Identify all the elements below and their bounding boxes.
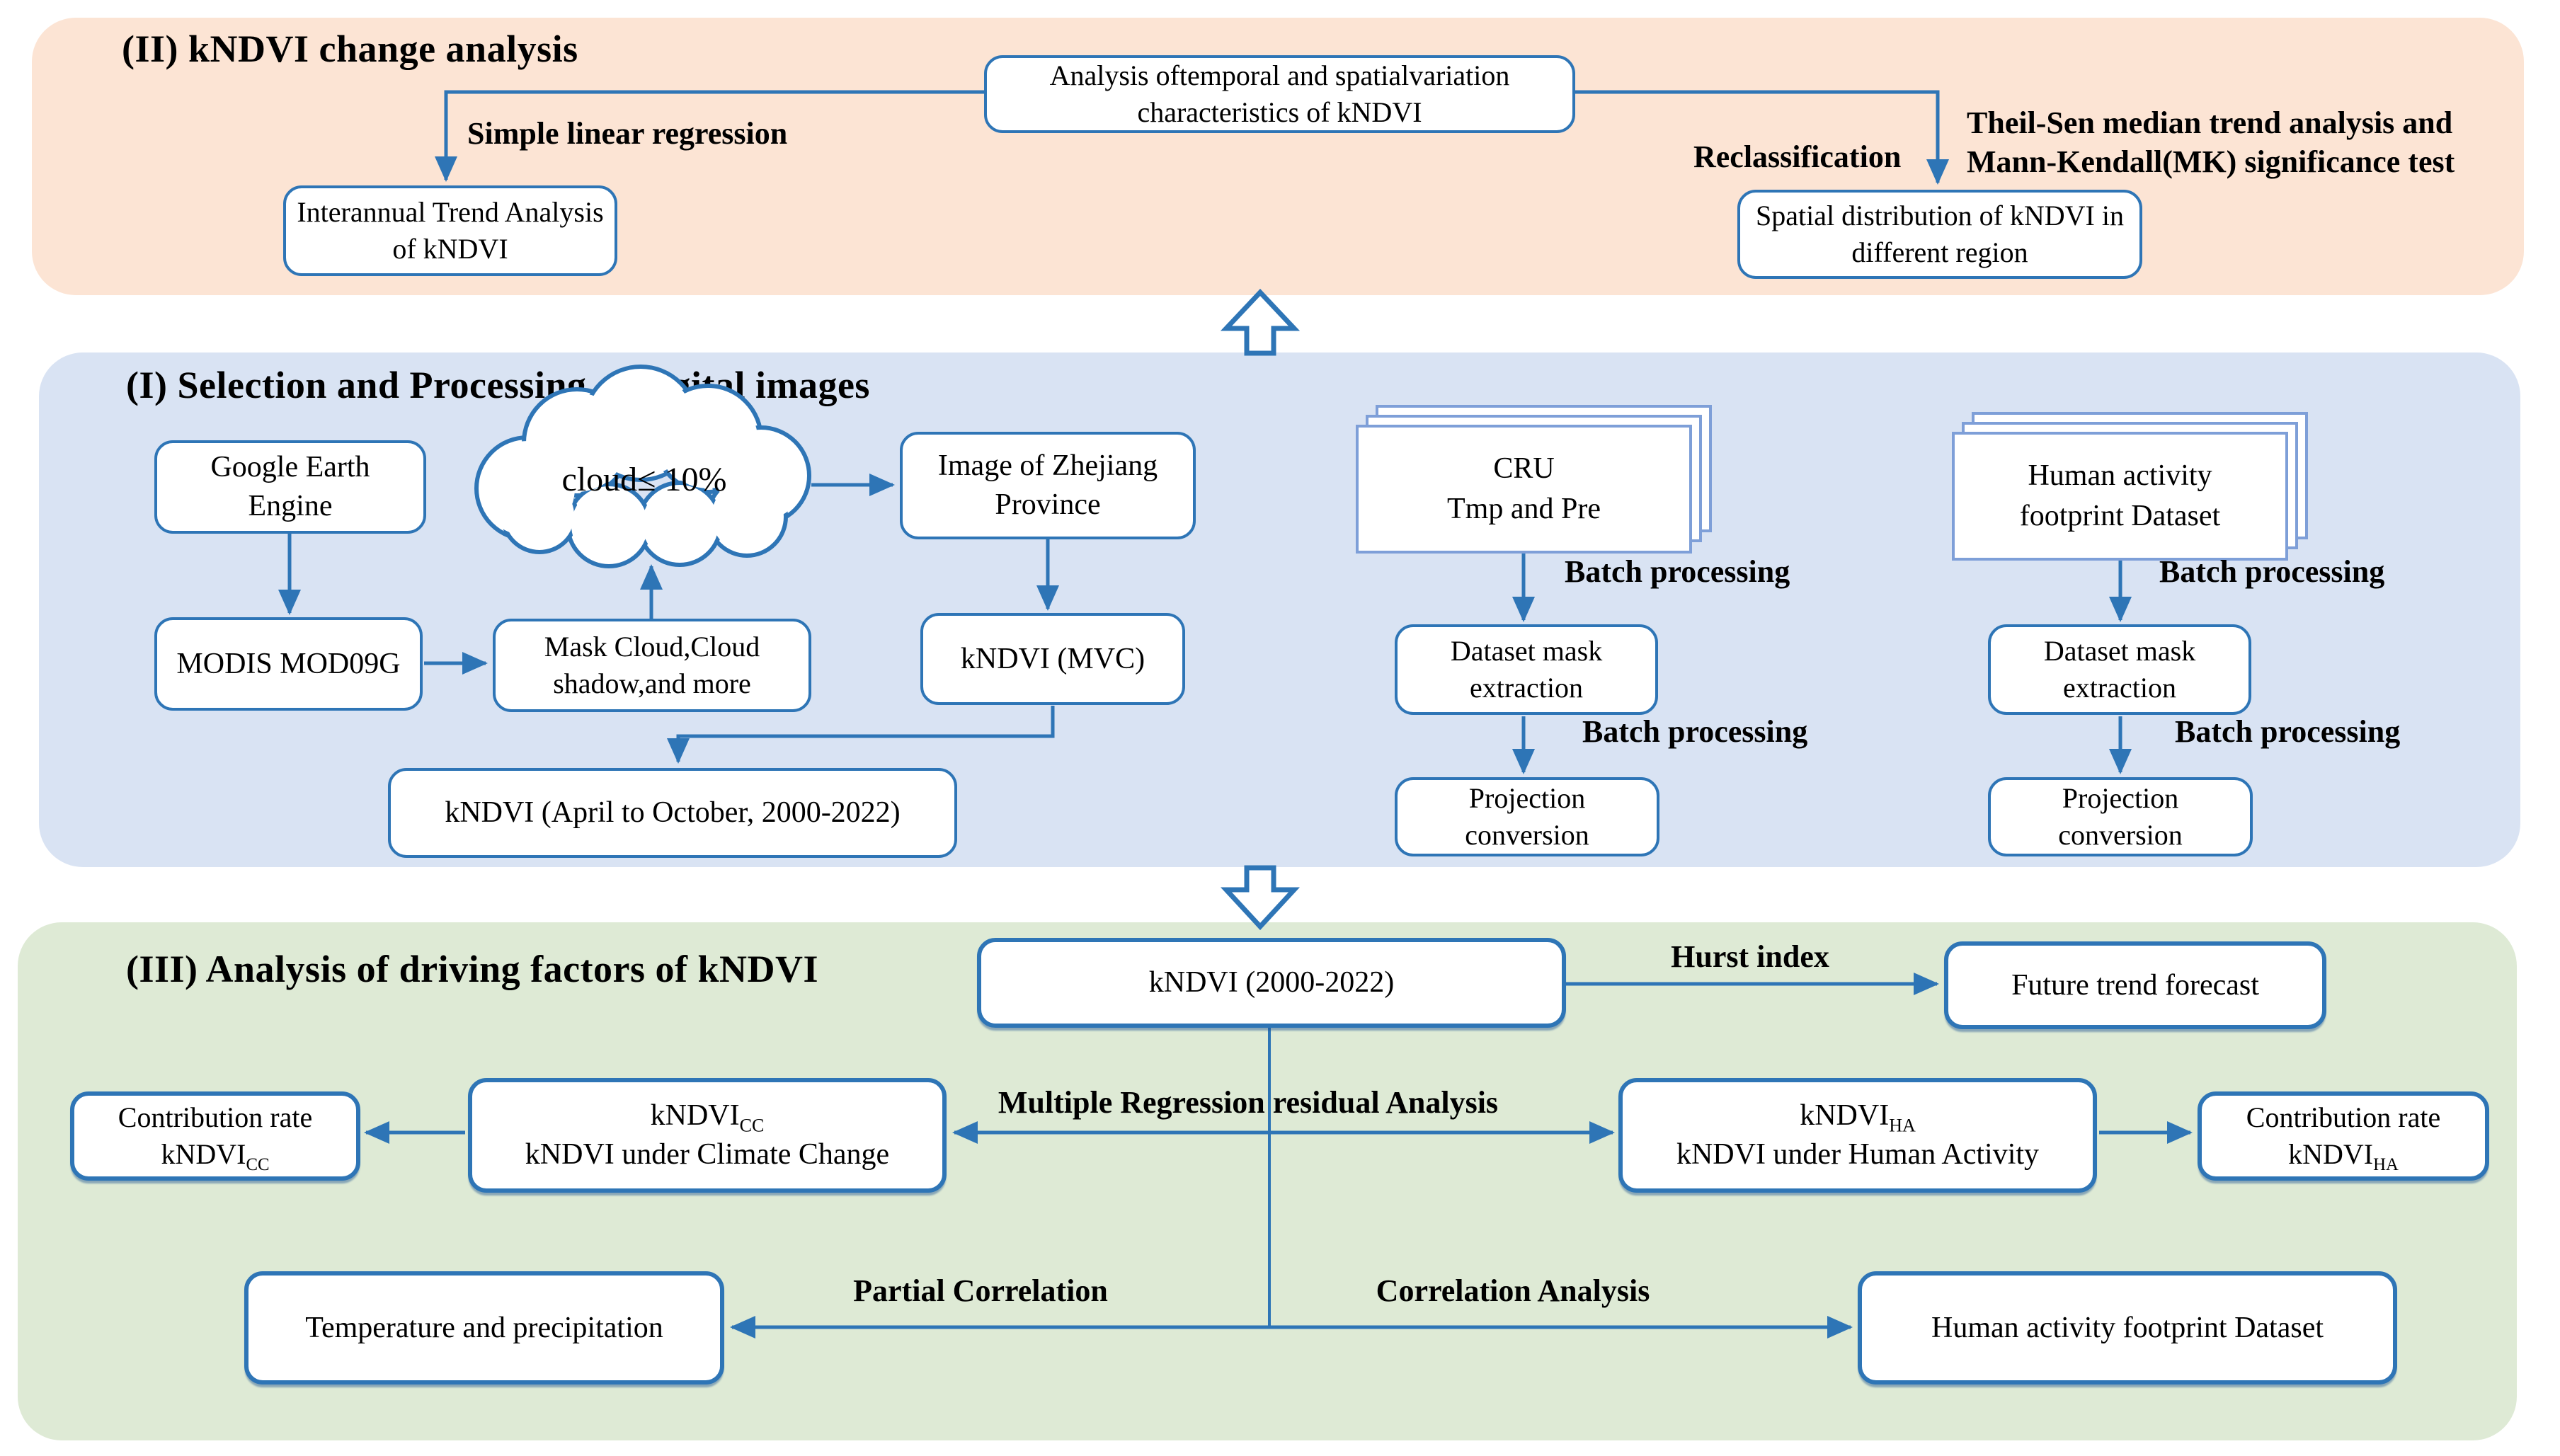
modis-box: MODIS MOD09G bbox=[154, 617, 423, 711]
line-analysis-to-spatial bbox=[1575, 90, 1949, 185]
cru-dataset-box: CRU Tmp and Pre bbox=[1356, 425, 1692, 554]
kndvi-cc-subtitle: kNDVI under Climate Change bbox=[525, 1138, 890, 1171]
mask-cloud-box: Mask Cloud,Cloud shadow,and more bbox=[493, 619, 811, 712]
kndvi-2000-2022-box: kNDVI (2000-2022) bbox=[977, 938, 1566, 1028]
multiple-regression-label: Multiple Regression residual Analysis bbox=[998, 1085, 1499, 1120]
human-activity-footprint-box: Human activity footprint Dataset bbox=[1858, 1271, 2397, 1385]
kndvi-cc-content: kNDVICC kNDVI under Climate Change bbox=[525, 1096, 889, 1174]
ha-projection-text: Projection conversion bbox=[2058, 782, 2183, 851]
theil-sen-label-line1: Theil-Sen median trend analysis and bbox=[1967, 105, 2453, 140]
mask-cloud-text: Mask Cloud,Cloud shadow,and more bbox=[544, 631, 760, 699]
cloud-shape bbox=[474, 365, 811, 568]
zhejiang-image-box: Image of Zhejiang Province bbox=[900, 432, 1196, 539]
temperature-precipitation-box: Temperature and precipitation bbox=[244, 1271, 724, 1385]
ha-dataset-box: Human activity footprint Dataset bbox=[1952, 432, 2288, 561]
modis-text: MODIS MOD09G bbox=[176, 647, 401, 680]
kndvi-cc-box: kNDVICC kNDVI under Climate Change bbox=[468, 1078, 947, 1193]
ha-batch-processing-label-2: Batch processing bbox=[2175, 714, 2401, 749]
cru-line1: CRU bbox=[1493, 452, 1555, 486]
ha-dataset-mask-text: Dataset mask extraction bbox=[2043, 635, 2196, 704]
reclassification-label: Reclassification bbox=[1693, 139, 1902, 174]
ha-batch-processing-label-1: Batch processing bbox=[2159, 554, 2385, 589]
kndvi-april-october-text: kNDVI (April to October, 2000-2022) bbox=[445, 796, 901, 830]
kndvi-cc-title: kNDVICC bbox=[650, 1099, 765, 1136]
interannual-trend-box: Interannual Trend Analysis of kNDVI bbox=[283, 185, 617, 276]
analysis-variation-text: Analysis oftemporal and spatialvariation… bbox=[1049, 59, 1510, 128]
kndvi-mvc-box: kNDVI (MVC) bbox=[920, 613, 1185, 705]
spatial-distribution-box: Spatial distribution of kNDVI in differe… bbox=[1737, 190, 2142, 279]
section-link-up-arrow-icon bbox=[1220, 288, 1301, 356]
section2-title: (II) kNDVI change analysis bbox=[122, 28, 578, 70]
kndvi-ha-subtitle: kNDVI under Human Activity bbox=[1676, 1138, 2040, 1171]
section-link-down-arrow-icon bbox=[1221, 865, 1300, 931]
section3-title: (III) Analysis of driving factors of kND… bbox=[126, 948, 819, 990]
theil-sen-label-line2: Mann-Kendall(MK) significance test bbox=[1967, 144, 2455, 179]
correlation-analysis-label: Correlation Analysis bbox=[1376, 1273, 1650, 1308]
google-earth-engine-text: Google Earth Engine bbox=[210, 451, 370, 522]
contribution-rate-cc-box: Contribution rate kNDVICC bbox=[70, 1091, 360, 1181]
line-analysis-to-interannual bbox=[435, 90, 984, 182]
kndvi-april-october-box: kNDVI (April to October, 2000-2022) bbox=[388, 768, 957, 858]
contribution-rate-cc-line1: Contribution rate bbox=[118, 1101, 313, 1133]
contribution-rate-cc-line2: kNDVICC bbox=[161, 1138, 270, 1174]
future-trend-text: Future trend forecast bbox=[2011, 968, 2259, 1002]
kndvi-ha-content: kNDVIHA kNDVI under Human Activity bbox=[1676, 1096, 2039, 1174]
contribution-rate-cc-content: Contribution rate kNDVICC bbox=[118, 1099, 313, 1174]
cru-dataset-text: CRU Tmp and Pre bbox=[1447, 449, 1601, 529]
spatial-distribution-text: Spatial distribution of kNDVI in differe… bbox=[1756, 200, 2124, 268]
future-trend-box: Future trend forecast bbox=[1944, 941, 2326, 1029]
kndvi-ha-box: kNDVIHA kNDVI under Human Activity bbox=[1618, 1078, 2097, 1193]
ha-dataset-text: Human activity footprint Dataset bbox=[2019, 459, 2221, 532]
temperature-precipitation-text: Temperature and precipitation bbox=[305, 1311, 663, 1344]
kndvi-2000-2022-text: kNDVI (2000-2022) bbox=[1148, 966, 1395, 999]
kndvi-ha-title: kNDVIHA bbox=[1800, 1099, 1916, 1136]
analysis-variation-box: Analysis oftemporal and spatialvariation… bbox=[984, 55, 1575, 133]
interannual-trend-text: Interannual Trend Analysis of kNDVI bbox=[297, 196, 604, 265]
ha-projection-box: Projection conversion bbox=[1988, 777, 2253, 856]
google-earth-engine-box: Google Earth Engine bbox=[154, 440, 426, 534]
line-mvc-to-april bbox=[667, 706, 1055, 764]
contribution-rate-ha-line1: Contribution rate bbox=[2246, 1101, 2441, 1133]
simple-linear-regression-label: Simple linear regression bbox=[467, 116, 788, 151]
cru-projection-text: Projection conversion bbox=[1465, 782, 1589, 851]
cru-line2: Tmp and Pre bbox=[1447, 493, 1601, 525]
cru-dataset-mask-box: Dataset mask extraction bbox=[1395, 624, 1658, 715]
cru-batch-processing-label-2: Batch processing bbox=[1582, 714, 1808, 749]
human-activity-footprint-text: Human activity footprint Dataset bbox=[1931, 1311, 2324, 1344]
contribution-rate-ha-line2: kNDVIHA bbox=[2288, 1138, 2399, 1174]
contribution-rate-ha-content: Contribution rate kNDVIHA bbox=[2246, 1099, 2441, 1174]
hurst-index-label: Hurst index bbox=[1671, 939, 1829, 974]
ha-dataset-mask-box: Dataset mask extraction bbox=[1988, 624, 2251, 715]
cru-projection-box: Projection conversion bbox=[1395, 777, 1659, 856]
cru-batch-processing-label-1: Batch processing bbox=[1565, 554, 1790, 589]
cru-dataset-mask-text: Dataset mask extraction bbox=[1450, 635, 1603, 704]
zhejiang-image-text: Image of Zhejiang Province bbox=[937, 449, 1158, 521]
cloud-threshold-text: cloud≤ 10% bbox=[561, 461, 727, 498]
partial-correlation-label: Partial Correlation bbox=[853, 1273, 1108, 1308]
kndvi-mvc-text: kNDVI (MVC) bbox=[960, 642, 1145, 675]
contribution-rate-ha-box: Contribution rate kNDVIHA bbox=[2198, 1091, 2489, 1181]
